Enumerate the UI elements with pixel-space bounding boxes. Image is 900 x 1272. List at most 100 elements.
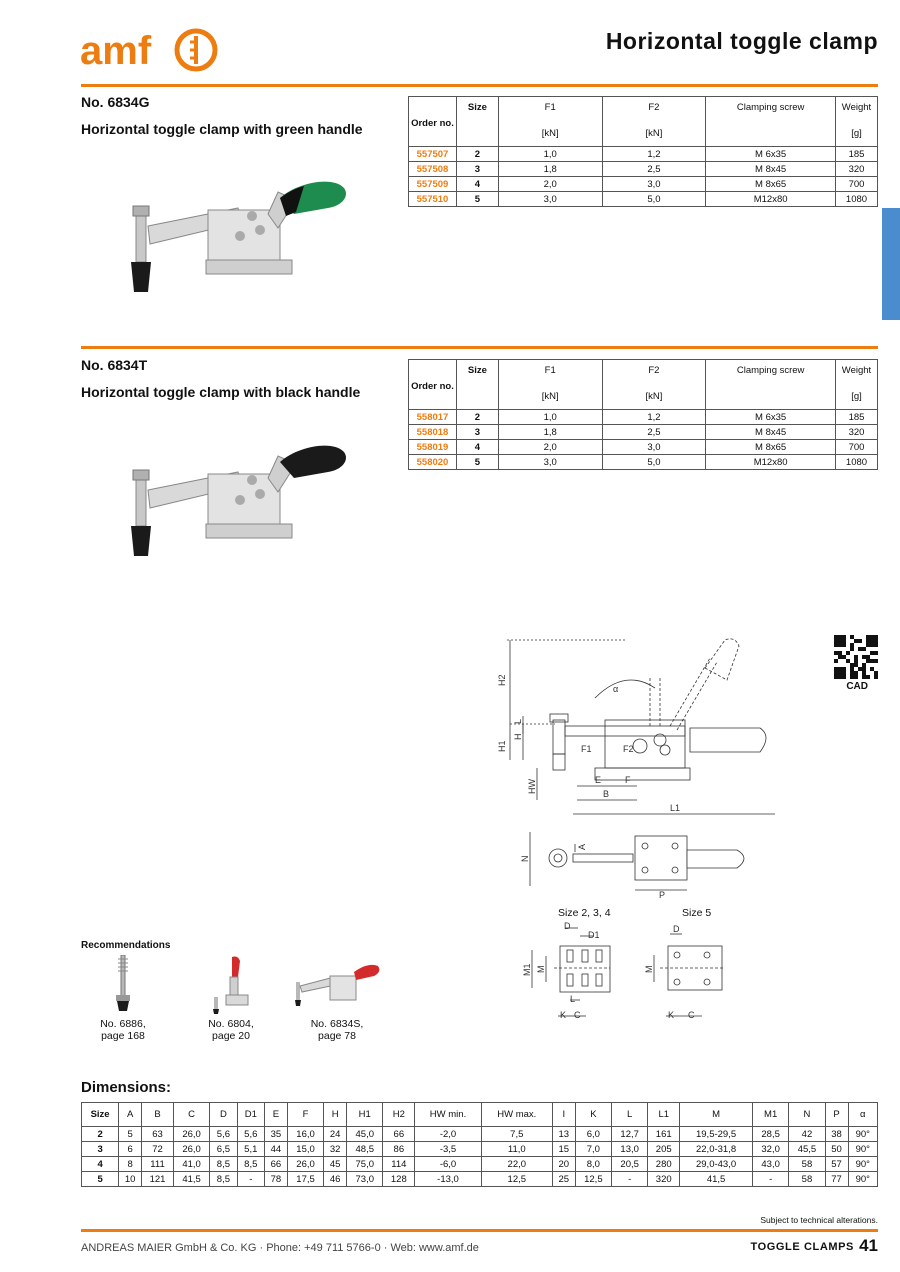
dim-cell: 7,5 [480,1126,553,1142]
dim-cell: 48,5 [346,1141,384,1157]
cell-weight: 320 [834,161,879,177]
svg-text:M: M [536,966,546,974]
cell-f1: 2,0 [497,176,603,192]
svg-text:D: D [673,924,680,934]
svg-text:F2: F2 [623,744,634,754]
cell-weight: 185 [834,409,879,425]
dim-header: HW min. [414,1102,482,1127]
section-name: TOGGLE CLAMPS [750,1241,854,1253]
svg-text:α: α [613,684,618,694]
svg-text:K: K [668,1010,674,1020]
base-plate-drawing-5: D M K C [644,924,724,1020]
dim-cell: 66 [382,1126,416,1142]
cad-label: CAD [846,681,868,692]
dim-cell: 90° [847,1156,879,1172]
product-number: No. 6834T [81,357,148,373]
cell-order[interactable]: 558020 [408,454,457,470]
cell-screw: M12x80 [705,191,836,207]
header-rule [81,84,878,87]
cell-size: 5 [455,454,499,470]
cell-weight: 320 [834,424,879,440]
cell-size: 5 [455,191,499,207]
dim-cell: 77 [824,1171,849,1187]
svg-text:K: K [560,1010,566,1020]
cell-f2: 1,2 [601,146,707,162]
svg-text:P: P [659,890,665,900]
dim-header: L1 [647,1102,681,1127]
recommendations-title: Recommendations [81,940,171,951]
dim-cell: 45 [323,1156,348,1172]
col-screw: Clamping screw [705,96,836,147]
cell-f1: 3,0 [497,454,603,470]
dim-cell: -13,0 [414,1171,482,1187]
svg-text:F: F [625,775,631,785]
svg-text:M: M [644,966,654,974]
dim-cell: 46 [323,1171,348,1187]
cell-f2: 5,0 [601,454,707,470]
cell-order[interactable]: 557508 [408,161,457,177]
col-f1: F1[kN] [497,359,603,410]
cell-f1: 2,0 [497,439,603,455]
amf-logo: amf [80,28,218,73]
dim-cell: 63 [141,1126,174,1142]
dim-cell: 44 [263,1141,288,1157]
svg-text:N: N [520,856,530,863]
dim-cell: 2 [80,1126,120,1142]
cell-f1: 1,0 [497,409,603,425]
cell-f2: 2,5 [601,161,707,177]
alterations-note: Subject to technical alterations. [760,1215,878,1225]
cell-order[interactable]: 557509 [408,176,457,192]
dim-cell: 12,5 [480,1171,553,1187]
dim-cell: 114 [382,1156,416,1172]
svg-text:H2: H2 [497,674,507,686]
cell-order[interactable]: 558017 [408,409,457,425]
dim-cell: 15 [551,1141,576,1157]
dim-cell: 41,5 [172,1171,211,1187]
dim-header: K [574,1102,613,1127]
dim-header: D [209,1102,238,1127]
cad-qr-code[interactable] [834,635,878,679]
dim-cell: 72 [141,1141,174,1157]
size-label-5: Size 5 [682,907,712,919]
rec-caption-6834S[interactable]: No. 6834S,page 78 [310,1018,364,1042]
dim-cell: 25 [551,1171,576,1187]
technical-drawing-side: H2 H1 H L HW α F1 F2 E F B L1 [497,638,775,815]
dim-cell: - [751,1171,790,1187]
company-info: ANDREAS MAIER GmbH & Co. KG · Phone: +49… [81,1242,479,1254]
rec-caption-6804[interactable]: No. 6804,page 20 [208,1018,254,1042]
dim-cell: 90° [847,1141,879,1157]
dim-cell: 43,0 [751,1156,790,1172]
dim-cell: 57 [824,1156,849,1172]
dim-cell: 28,5 [751,1126,790,1142]
cell-order[interactable]: 557507 [408,146,457,162]
cell-size: 3 [455,424,499,440]
cell-f2: 1,2 [601,409,707,425]
dim-cell: 205 [647,1141,681,1157]
dim-cell: 22,0 [480,1156,553,1172]
dim-cell: 13 [551,1126,576,1142]
rec-caption-6886[interactable]: No. 6886,page 168 [100,1018,146,1042]
dim-header: B [141,1102,174,1127]
cell-screw: M 6x35 [705,409,836,425]
svg-text:HW: HW [527,779,537,794]
section-rule [81,346,878,349]
dim-cell: 111 [141,1156,174,1172]
product-description: Horizontal toggle clamp with black handl… [81,384,361,400]
cell-order[interactable]: 558018 [408,424,457,440]
section-tab[interactable] [882,208,900,320]
cell-order[interactable]: 557510 [408,191,457,207]
cell-order[interactable]: 558019 [408,439,457,455]
svg-text:L: L [570,994,575,1004]
cell-weight: 700 [834,439,879,455]
cell-screw: M 8x65 [705,176,836,192]
cell-size: 2 [455,146,499,162]
cell-screw: M 8x45 [705,161,836,177]
dim-header: E [263,1102,288,1127]
logo-text: amf [80,29,152,73]
dim-cell: 29,0-43,0 [679,1156,753,1172]
cell-size: 4 [455,439,499,455]
